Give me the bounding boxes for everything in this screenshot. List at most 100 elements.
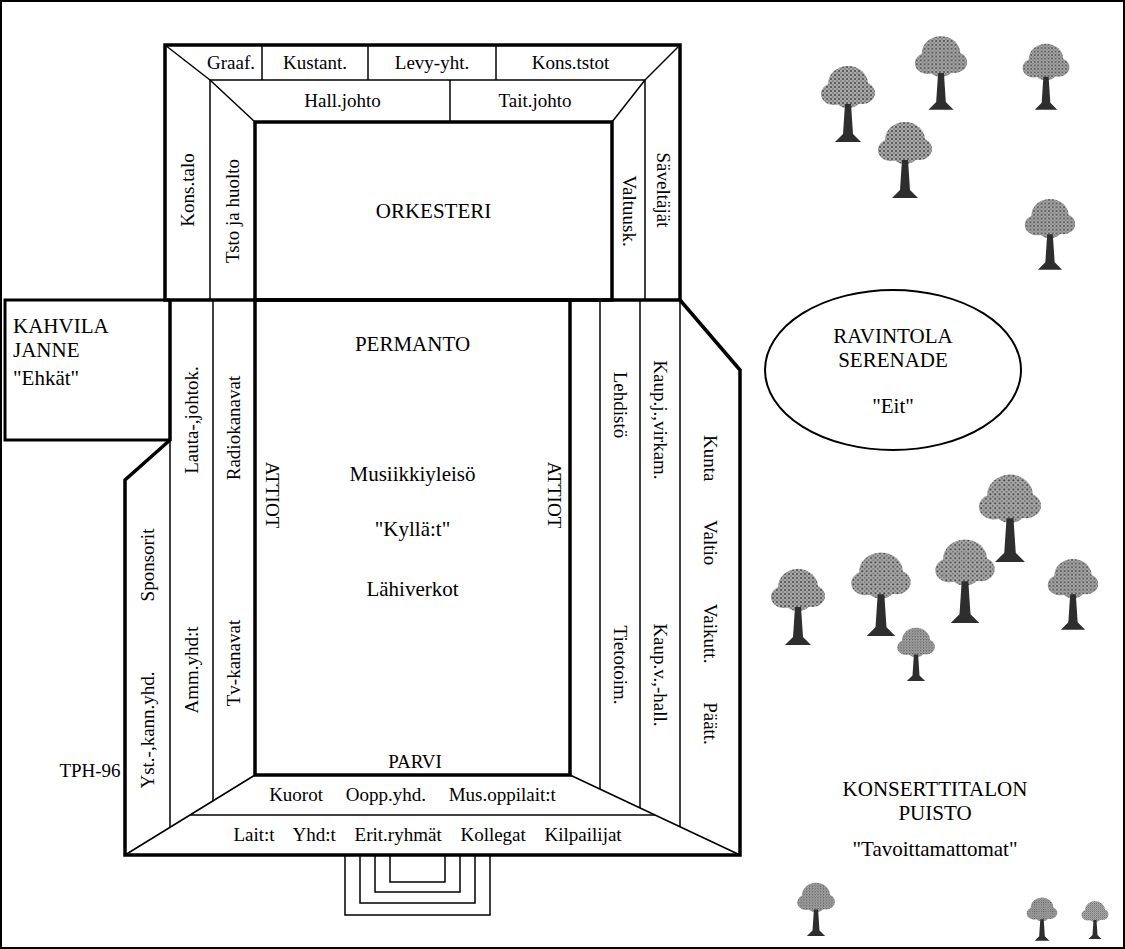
entrance-steps-part: [375, 855, 460, 892]
node-text: Kons.talo: [177, 153, 199, 226]
auditorium-lines-part: [679, 300, 681, 827]
node-text: KONSERTTITALON PUISTO: [815, 777, 1055, 825]
box-label: ATTIOT: [540, 420, 568, 570]
node-text: Lait:t Yhd:t Erit.ryhmät Kollegat Kilpai…: [233, 824, 621, 846]
node-text: Tv-kanavat: [223, 619, 245, 706]
node-text: Hall.johto: [304, 90, 381, 112]
box-label: ATTIOT: [258, 420, 286, 570]
auditorium-lines: [5, 300, 740, 855]
park-trees-part: [979, 475, 1041, 562]
node-text: Graaf.: [207, 52, 255, 74]
band-cell: Levy-yht.: [368, 47, 496, 78]
auditorium-lines-part: [169, 440, 171, 827]
band-cell: Yst.-,kann.yhd.: [127, 645, 168, 815]
stage-lines-part: [449, 80, 451, 122]
node-text: Kaup.j.,virkam.: [649, 360, 671, 479]
band-cell: Kons.talo: [167, 82, 208, 298]
park-trees-part: [1023, 44, 1070, 110]
node-text: RAVINTOLA SERENADE: [798, 324, 988, 372]
band-cell: Lait:t Yhd:t Erit.ryhmät Kollegat Kilpai…: [165, 817, 690, 853]
band-cell: Radiokanavat: [215, 305, 253, 550]
cafe-box: KAHVILA JANNE "Ehkät": [5, 302, 168, 438]
node-text: Tait.johto: [498, 90, 571, 112]
park-trees-part: [851, 552, 910, 636]
stage-lines-part: [210, 79, 645, 81]
node-text: Tietotoim.: [609, 625, 631, 704]
node-text: Lauta-,johtok.: [181, 366, 203, 474]
entrance-steps-part: [360, 855, 475, 903]
park-trees-part: [1025, 199, 1075, 270]
band-cell: Säveltäjät: [647, 82, 678, 298]
node-text: KAHVILA JANNE: [13, 314, 153, 362]
stage-lines-part: [209, 80, 211, 300]
band-cell: Tsto ja huolto: [212, 124, 253, 298]
node-text: Lähiverkot: [257, 577, 568, 601]
park-trees-part: [1048, 559, 1098, 630]
stage-lines-part: [210, 80, 255, 122]
box-label-text: ATTIOT: [261, 462, 283, 528]
node-text: Sponsorit: [137, 529, 159, 602]
node-text: "Tavoittamattomat": [853, 837, 1018, 861]
band-cell: Kons.tstot: [496, 47, 645, 78]
park-trees-part: [821, 66, 875, 142]
band-cell: Kuorot Oopp.yhd. Mus.oppilait:t: [235, 777, 590, 813]
node-text: Levy-yht.: [395, 52, 469, 74]
stage-lines: [165, 45, 680, 300]
stage-lines-part: [645, 45, 680, 80]
entrance-steps-part: [390, 855, 445, 882]
restaurant: RAVINTOLA SERENADE "Eit": [775, 298, 1011, 444]
park-trees: [771, 36, 1109, 940]
stage-lines-part: [255, 122, 612, 300]
park-trees-part: [935, 539, 994, 623]
node-text: "Ehkät": [13, 366, 79, 390]
auditorium-lines-part: [190, 814, 655, 816]
auditorium-lines-part: [639, 300, 641, 808]
entrance-steps: [345, 855, 490, 915]
node-text: Kustant.: [283, 52, 347, 74]
entrance-steps-part: [345, 855, 490, 915]
drawing-code: TPH-96: [35, 758, 145, 784]
auditorium-lines-part: [212, 300, 214, 801]
node-text: Kuorot Oopp.yhd. Mus.oppilait:t: [269, 784, 556, 806]
node-text: Valtuusk.: [618, 175, 640, 246]
gallery-label-text: PARVI: [388, 751, 442, 773]
audience-area: PERMANTOMusiikkiyleisö"Kyllä:t"Lähiverko…: [257, 302, 568, 773]
drawing-code-text: TPH-96: [59, 760, 120, 782]
stage-lines-part: [644, 80, 646, 300]
restaurant-ellipse: [765, 290, 1021, 450]
node-text: Amm.yhd:t: [181, 626, 203, 713]
auditorium-lines-part: [255, 300, 570, 775]
band-cell: Tietotoim.: [602, 560, 638, 770]
band-cell: Tait.johto: [450, 82, 620, 120]
stage-lines-part: [165, 45, 680, 300]
band-cell: Lauta-,johtok.: [172, 305, 211, 535]
band-cell: Kaup.v.,-hall.: [642, 560, 678, 790]
park-trees-part: [1082, 901, 1109, 939]
park-area: KONSERTTITALON PUISTO "Tavoittamattomat": [770, 760, 1100, 878]
stage-lines-part: [367, 45, 369, 80]
box-label-text: ATTIOT: [543, 462, 565, 528]
park-trees-part: [897, 628, 935, 681]
band-cell: Kaup.j.,virkam.: [642, 305, 678, 535]
gallery-label: PARVI: [370, 750, 460, 773]
band-cell: Graaf.: [200, 47, 262, 78]
band-cell: Kustant.: [262, 47, 368, 78]
band-cell: Tv-kanavat: [215, 555, 253, 770]
band-cell: Amm.yhd:t: [172, 560, 211, 780]
node-text: Tsto ja huolto: [222, 159, 244, 263]
node-text: Kunta Valtio Vaikutt. Päätt.: [699, 435, 721, 745]
auditorium-lines-part: [125, 300, 740, 855]
stage-area: ORKESTERI: [257, 124, 610, 298]
node-text: Lehdistö: [609, 372, 631, 439]
band-cell: Valtuusk.: [614, 124, 643, 298]
node-text: ORKESTERI: [376, 199, 492, 223]
stage-lines-part: [495, 45, 497, 80]
band-cell: Kunta Valtio Vaikutt. Päätt.: [682, 380, 738, 800]
stage-lines-part: [612, 80, 645, 122]
band-cell: Hall.johto: [235, 82, 450, 120]
node-text: "Eit": [872, 394, 914, 418]
node-text: "Kyllä:t": [257, 517, 568, 541]
node-text: Kaup.v.,-hall.: [649, 623, 671, 726]
